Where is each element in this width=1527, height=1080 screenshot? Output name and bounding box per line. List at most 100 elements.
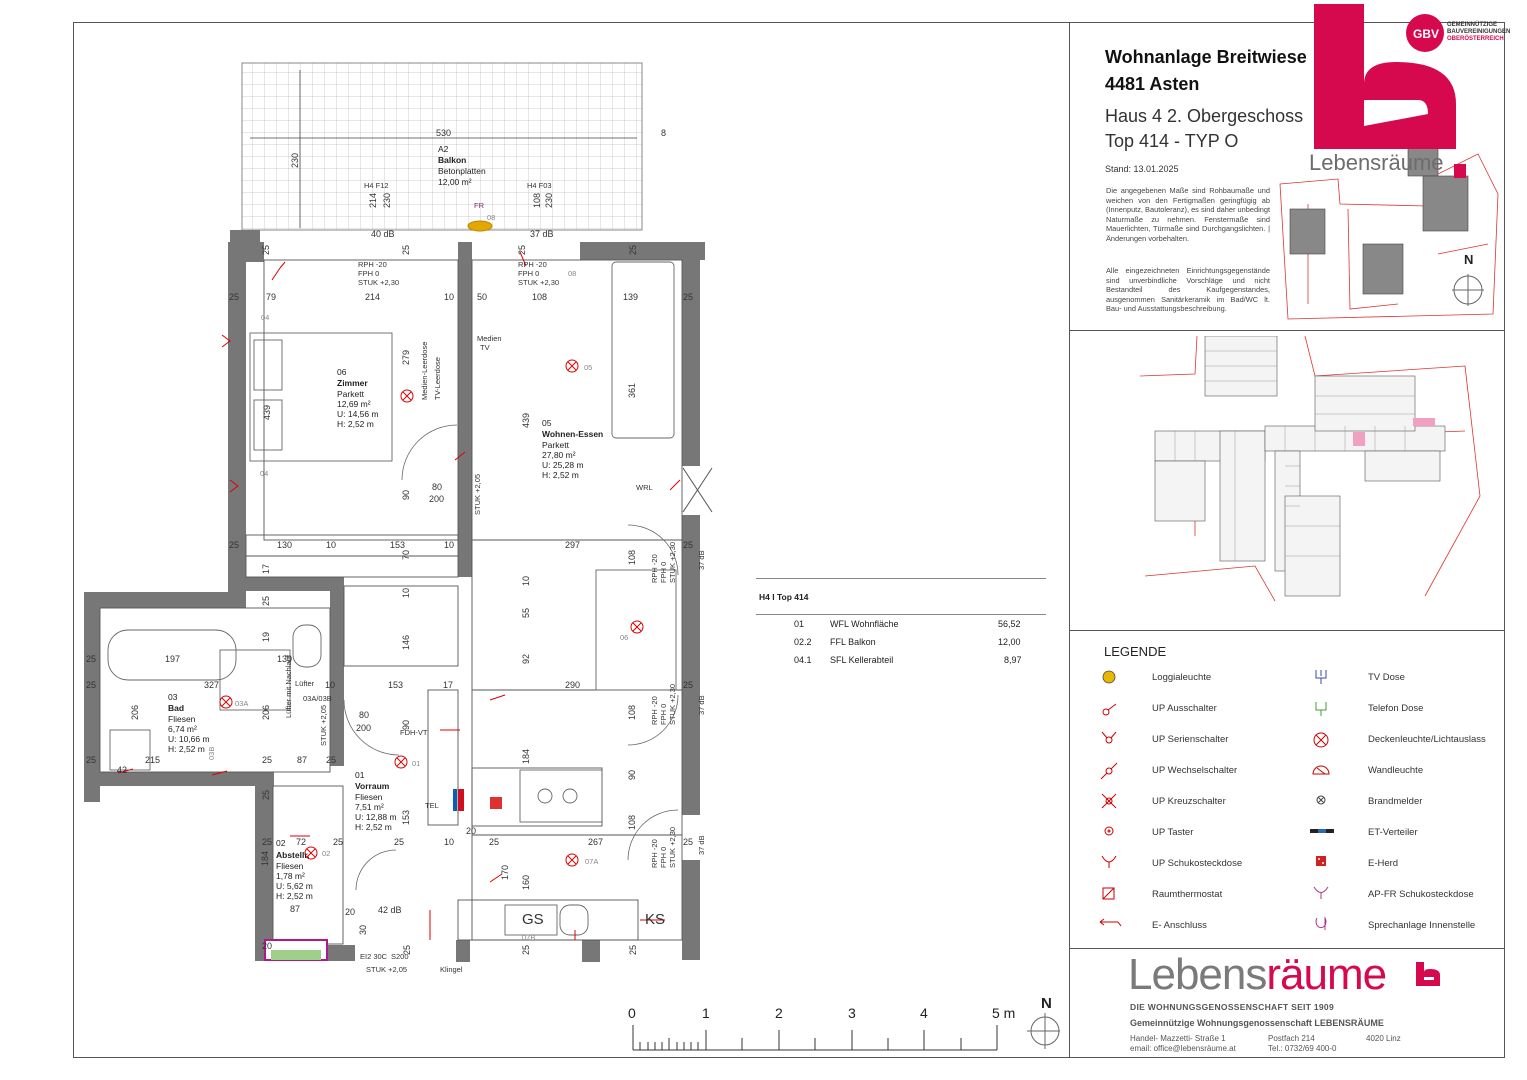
svg-text:06: 06 (337, 367, 347, 377)
dim-label: 25 (683, 680, 693, 690)
svg-text:4: 4 (920, 1005, 928, 1021)
dim-label: 25 (683, 837, 693, 847)
wall-west-room (228, 242, 246, 605)
svg-text:1: 1 (702, 1005, 710, 1021)
dim-label: 439 (521, 413, 531, 428)
bath-cabinet (219, 649, 291, 711)
svg-text:04: 04 (261, 313, 269, 322)
footer-email[interactable]: email: office@lebensräume.at (1130, 1044, 1236, 1053)
svg-text:H: 2,52 m: H: 2,52 m (355, 822, 392, 832)
wall-light-icon (1312, 765, 1330, 775)
dim-label: 10 (325, 680, 335, 690)
dim-label: 153 (401, 810, 411, 825)
svg-text:U: 14,56 m: U: 14,56 m (337, 409, 379, 419)
legend: Loggialeuchte UP Ausschalter UP Seriensc… (1098, 668, 1503, 938)
dim-label: 197 (165, 654, 180, 664)
area-value: 56,52 (998, 619, 1021, 629)
site-north-arrow-icon: N (1452, 252, 1484, 306)
dim-label: 79 (266, 292, 276, 302)
svg-text:H4 F03: H4 F03 (527, 181, 552, 190)
dim-label: 37 dB (530, 229, 554, 239)
dim-label: 530 (436, 128, 451, 138)
phone-socket-icon (1315, 702, 1327, 716)
svg-text:01: 01 (355, 770, 365, 780)
dim-label: 25 (261, 245, 271, 255)
dim-label: 90 (401, 490, 411, 500)
svg-text:Lüfter mit Nachlauf: Lüfter mit Nachlauf (284, 654, 293, 718)
svg-text:37 dB: 37 dB (697, 835, 706, 855)
svg-text:STUK +2,05: STUK +2,05 (319, 705, 328, 746)
dim-label: 170 (500, 865, 510, 880)
svg-text:Parkett: Parkett (542, 440, 570, 450)
dim-label: 10 (444, 540, 454, 550)
svg-text:FR: FR (474, 201, 485, 210)
svg-text:STUK +2,30: STUK +2,30 (358, 278, 399, 287)
dim-label: 200 (356, 723, 371, 733)
dim-label: 30 (358, 925, 368, 935)
svg-text:RPH -20: RPH -20 (650, 696, 659, 725)
gbv-text: GEMEINNÜTZIGE BAUVEREINIGUNGEN OBERÖSTER… (1447, 22, 1511, 42)
dim-label: 184 (521, 749, 531, 764)
dim-label: 215 (145, 755, 160, 765)
dim-label: 25 (86, 680, 96, 690)
area-label: WFL Wohnfläche (830, 619, 899, 629)
title-block-rule-2 (1069, 630, 1505, 631)
dim-label: 25 (489, 837, 499, 847)
title-block-rule-1 (1069, 330, 1505, 331)
dim-label: 50 (477, 292, 487, 302)
dim-label: 146 (401, 635, 411, 650)
dim-label: 20 (466, 826, 476, 836)
footer-company: Gemeinnützige Wohnungsgenossenschaft LEB… (1130, 1018, 1384, 1028)
dim-label: 139 (623, 292, 638, 302)
dim-label: 130 (277, 654, 292, 664)
svg-text:Betonplatten: Betonplatten (438, 166, 486, 176)
dim-label: 184 (260, 851, 270, 866)
socket-icon (1101, 855, 1117, 868)
floor-label: Haus 4 2. Obergeschoss (1105, 106, 1304, 126)
svg-text:07B: 07B (522, 933, 535, 942)
drawing-frame (73, 22, 1505, 1058)
svg-text:08: 08 (487, 213, 495, 222)
footer-phone: Tel.: 0732/69 400-0 (1268, 1044, 1337, 1053)
area-value: 8,97 (1004, 655, 1022, 665)
svg-text:STUK +2,05: STUK +2,05 (366, 965, 407, 974)
dim-label: 10 (521, 576, 531, 586)
svg-text:STUK +2,30: STUK +2,30 (668, 684, 677, 725)
svg-text:N: N (1464, 252, 1473, 267)
svg-text:FPH 0: FPH 0 (659, 847, 668, 868)
dim-label: 40 dB (371, 229, 395, 239)
svg-text:GBV: GBV (1413, 27, 1439, 41)
area-label: SFL Kellerabteil (830, 655, 894, 665)
svg-text:STUK +2,30: STUK +2,30 (668, 542, 677, 583)
lebensraeume-small-logo: Lebensräume (1309, 150, 1444, 175)
svg-text:STUK +2,05: STUK +2,05 (473, 474, 482, 515)
svg-text:FPH 0: FPH 0 (659, 562, 668, 583)
footer-po-box: Postfach 214 (1268, 1034, 1315, 1043)
status-date: Stand: 13.01.2025 (1105, 164, 1179, 174)
scale-bar: 0 1 2 3 4 5 m (628, 1005, 1015, 1051)
svg-text:03: 03 (168, 692, 178, 702)
dim-label: 25 (628, 945, 638, 955)
area-label: FFL Balkon (830, 637, 876, 647)
washbasin (109, 729, 151, 771)
svg-text:1,78 m²: 1,78 m² (276, 871, 305, 881)
svg-text:0: 0 (628, 1005, 636, 1021)
dim-label: 25 (517, 245, 527, 255)
dim-label: 42 (117, 765, 127, 775)
svg-text:27,80 m²: 27,80 m² (542, 450, 576, 460)
dim-label: 130 (277, 540, 292, 550)
svg-text:U: 25,28 m: U: 25,28 m (542, 460, 584, 470)
svg-text:RPH -20: RPH -20 (650, 554, 659, 583)
dim-label: 90 (627, 770, 637, 780)
dim-label: 25 (86, 654, 96, 664)
svg-text:H: 2,52 m: H: 2,52 m (276, 891, 313, 901)
svg-text:U: 12,88 m: U: 12,88 m (355, 812, 397, 822)
dim-label: 25 (333, 837, 343, 847)
svg-text:03A/03B: 03A/03B (303, 694, 332, 703)
site-plan: N (1279, 135, 1499, 320)
balcony-tiles (241, 62, 643, 231)
dim-label: 25 (394, 837, 404, 847)
tv-socket-icon (1315, 670, 1327, 684)
dim-label: 297 (565, 540, 580, 550)
svg-text:Abstellr.: Abstellr. (276, 850, 310, 860)
